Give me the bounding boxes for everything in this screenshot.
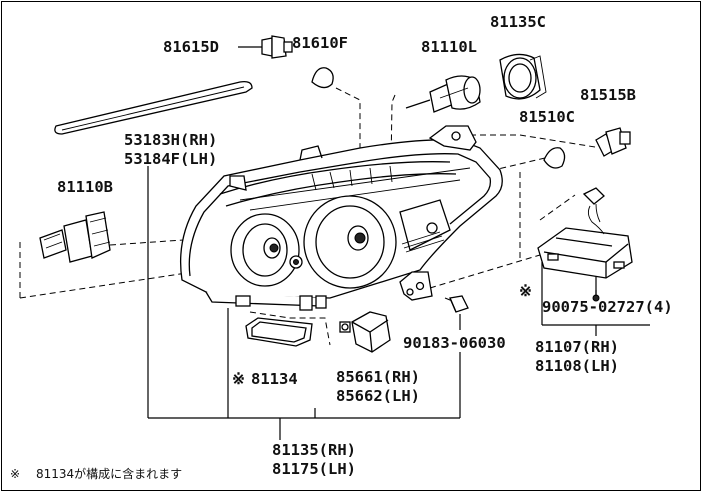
footnote-mark: ※ <box>10 467 20 481</box>
bulb-81510c-icon <box>543 147 566 169</box>
cap-81135c-icon <box>499 53 547 100</box>
label-81110b: 81110B <box>57 178 113 196</box>
reference-mark-90075: ※ <box>519 282 532 300</box>
label-81135c: 81135C <box>490 13 546 31</box>
label-85662-lh: 85662(LH) <box>336 387 420 405</box>
label-53183h-rh: 53183H(RH) <box>124 131 217 149</box>
label-81515b: 81515B <box>580 86 636 104</box>
ballast-81107-icon <box>537 187 633 302</box>
moulding-strip-53183h-icon <box>54 80 253 135</box>
gasket-81134-icon <box>245 317 313 347</box>
label-81110l: 81110L <box>421 38 477 56</box>
bulb-81610f-icon <box>311 67 334 89</box>
headlamp-housing-icon <box>179 125 503 311</box>
socket-81515b-icon <box>595 127 631 157</box>
footnote-text: 81134が構成に含まれます <box>36 466 182 481</box>
leader-lines <box>147 46 650 440</box>
label-81615d: 81615D <box>163 38 219 56</box>
hid-bulb-81110l-icon <box>405 75 481 113</box>
label-81135-rh: 81135(RH) <box>272 441 356 459</box>
label-81610f: 81610F <box>292 34 348 52</box>
label-81175-lh: 81175(LH) <box>272 460 356 478</box>
label-81134: 81134 <box>251 370 298 388</box>
socket-81615d-icon <box>261 35 293 59</box>
reference-mark-81134: ※ <box>232 370 245 388</box>
label-53184f-lh: 53184F(LH) <box>124 150 217 168</box>
clip-90183-icon <box>449 295 469 313</box>
halogen-bulb-81110b-icon <box>39 211 111 263</box>
label-81510c: 81510C <box>519 108 575 126</box>
label-81107-rh: 81107(RH) <box>535 338 619 356</box>
actuator-85661-icon <box>339 311 391 353</box>
label-90183-06030: 90183-06030 <box>403 334 506 352</box>
label-81108-lh: 81108(LH) <box>535 357 619 375</box>
label-85661-rh: 85661(RH) <box>336 368 420 386</box>
label-90075-02727: 90075-02727(4) <box>542 298 673 316</box>
